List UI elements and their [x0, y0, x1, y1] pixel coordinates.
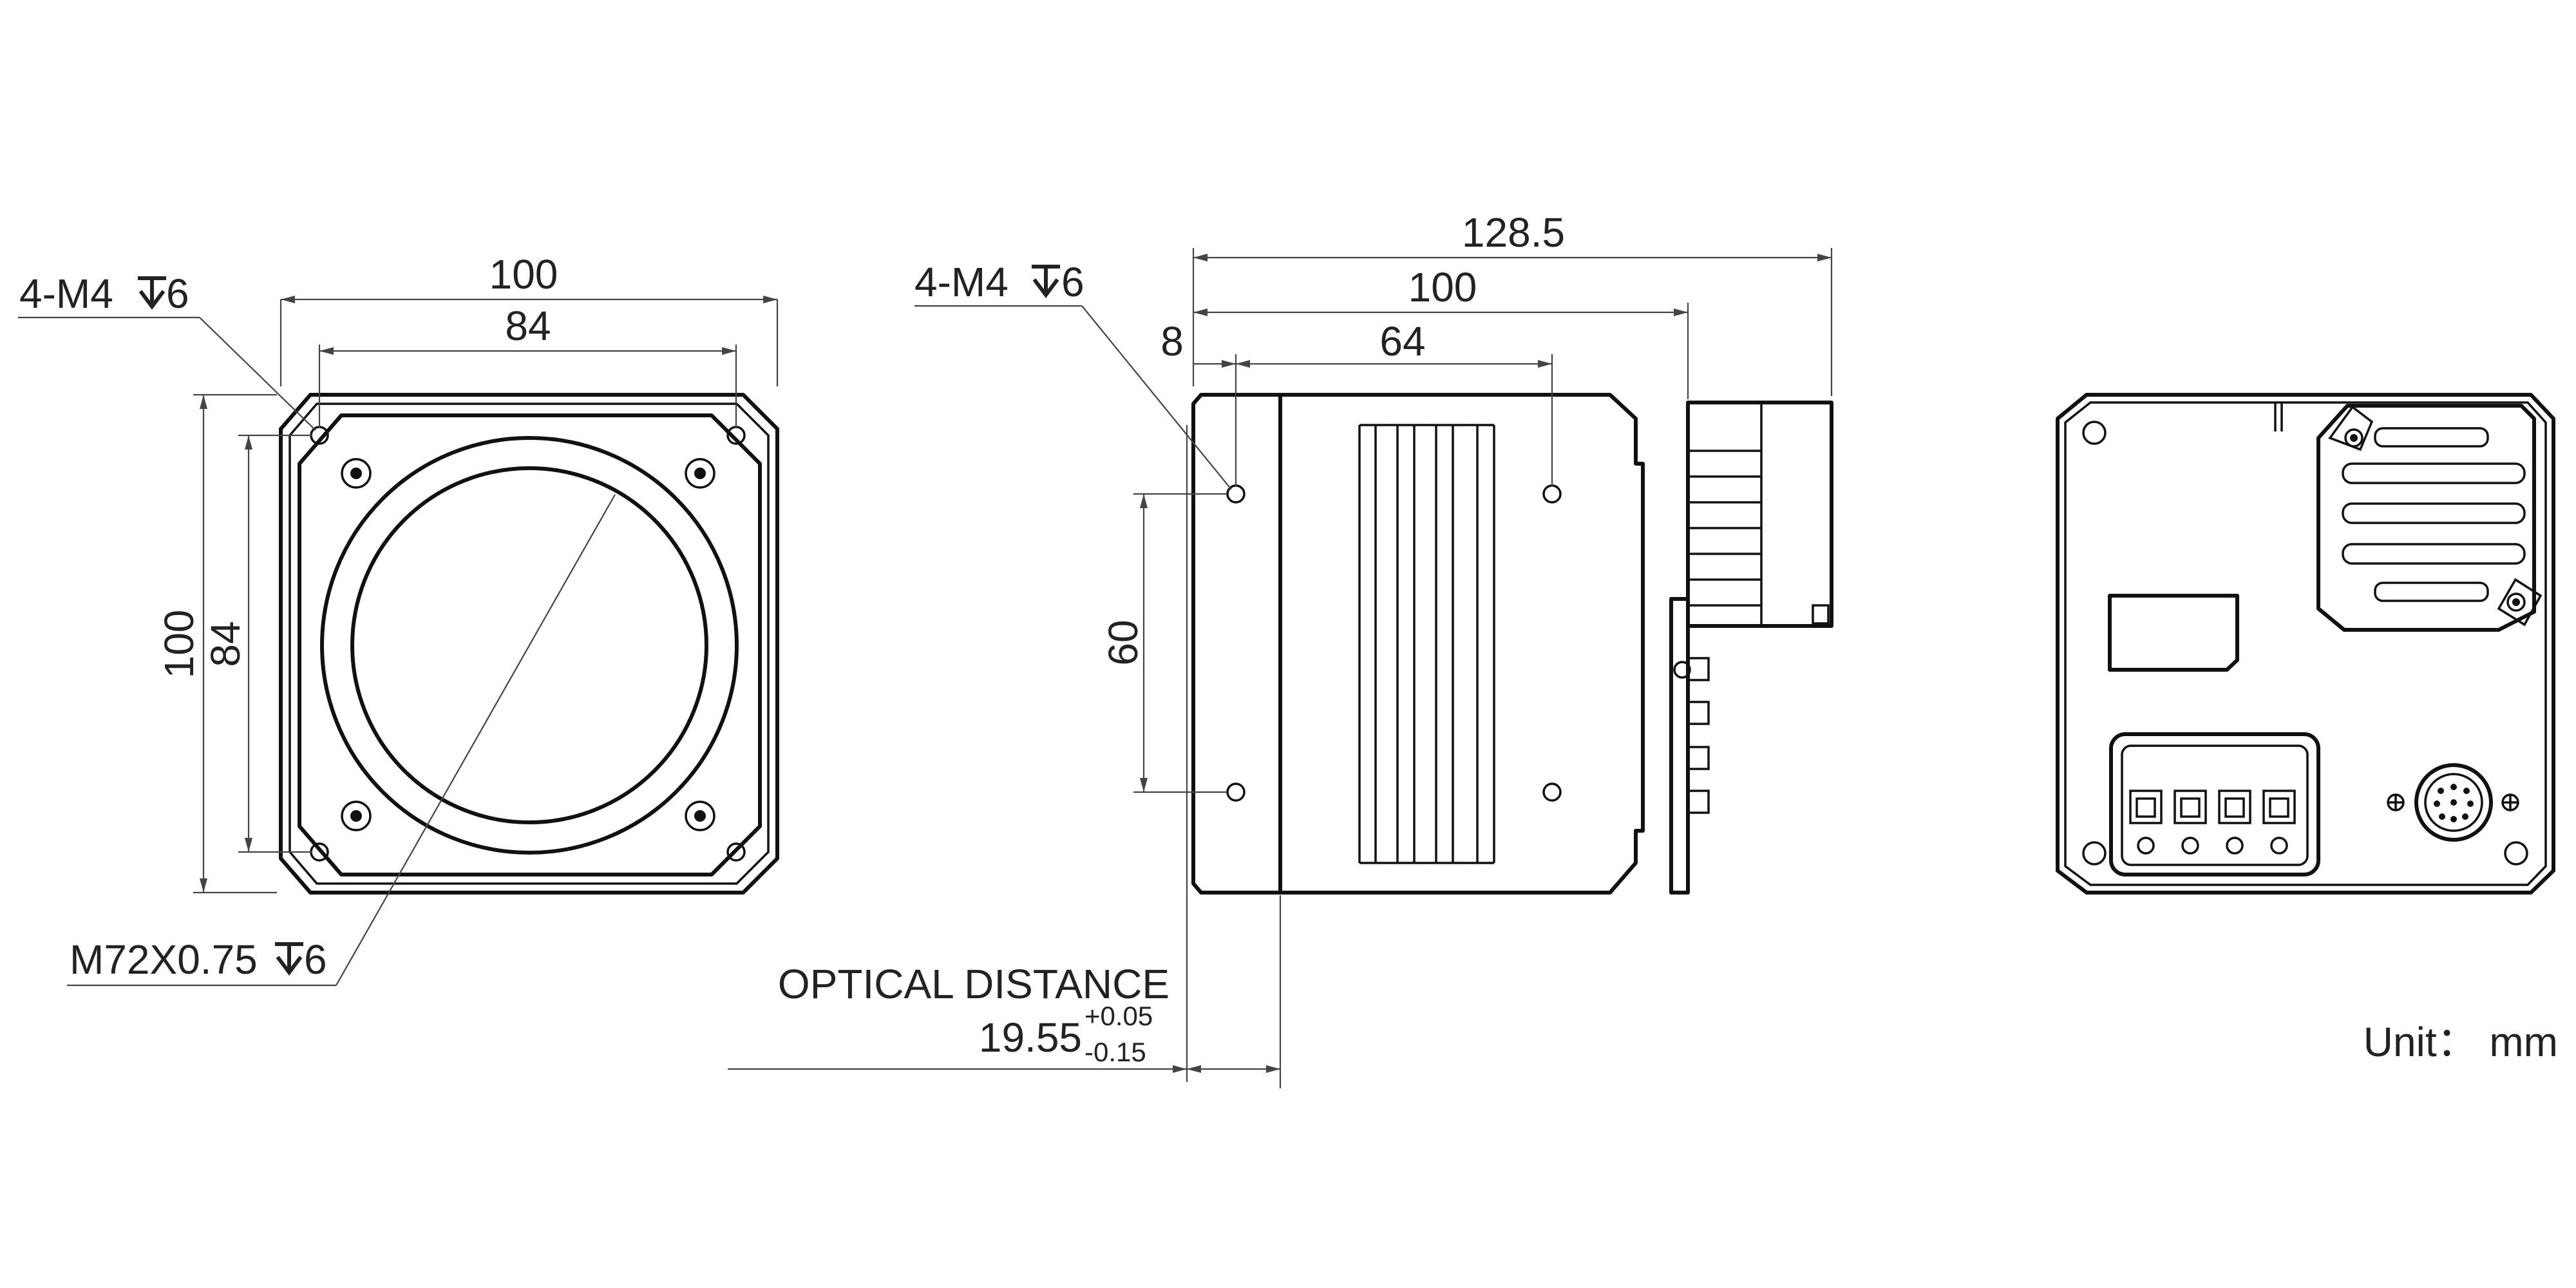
- side-hole-spacing-h-dimension: 8 64: [1160, 318, 1553, 486]
- screw-icon: [2328, 405, 2543, 627]
- connector-icon: [2414, 763, 2493, 842]
- front-mount-hole-depth: 6: [166, 270, 189, 317]
- side-total-length-dimension: 128.5: [1192, 209, 1833, 396]
- side-front-plate: [1191, 393, 1282, 895]
- svg-text:4-M4: 4-M4: [914, 259, 1009, 305]
- front-height-outer-label: 100: [156, 610, 202, 679]
- optical-distance-value: 19.55: [979, 1014, 1082, 1061]
- lens-mount-outer-ring: [320, 436, 739, 855]
- front-height-inner-label: 84: [202, 621, 249, 667]
- screw-icon: [2387, 793, 2519, 811]
- side-fins: [1358, 424, 1495, 864]
- front-height-outer-dimension: 100: [156, 393, 277, 894]
- side-mount-holes: [1226, 484, 1562, 802]
- lens-thread-callout: M72X0.75 6: [67, 494, 616, 987]
- connector-icon: [2129, 790, 2296, 855]
- side-mount-hole-text: 4-M4: [914, 259, 1009, 305]
- front-height-inner-dimension: 84: [202, 434, 312, 853]
- svg-text:M72X0.75: M72X0.75: [70, 936, 258, 983]
- front-width-inner-dimension: 84: [318, 303, 737, 428]
- front-mount-holes: [310, 426, 746, 862]
- rear-corner-holes: [2082, 421, 2528, 866]
- side-hole-spacing-v-dimension: 60: [1100, 493, 1227, 793]
- rear-vent-slots: [2342, 427, 2526, 602]
- side-offset-label: 8: [1160, 318, 1184, 365]
- screw-icon: [341, 458, 715, 831]
- unit-label: Unit： mm: [2363, 1019, 2558, 1065]
- front-body-inner-outline: [289, 402, 770, 885]
- lens-mount-inner-ring: [350, 466, 708, 824]
- side-body-length-label: 100: [1408, 264, 1477, 310]
- depth-symbol-icon: [275, 942, 303, 976]
- side-total-length-label: 128.5: [1462, 209, 1565, 256]
- side-body-length-dimension: 100: [1193, 264, 1689, 399]
- rear-vent-plate: [2316, 404, 2536, 632]
- side-mount-hole-callout: 4-M4 6: [914, 259, 1232, 490]
- svg-text:4-M4: 4-M4: [19, 270, 113, 317]
- front-width-outer-dimension: 100: [279, 251, 779, 386]
- optical-distance-dimension: OPTICAL DISTANCE 19.55 +0.05 -0.15: [728, 425, 1282, 1088]
- side-view: 128.5 100 8 64 60: [728, 209, 1833, 1088]
- front-mount-hole-callout: 4-M4 6: [18, 270, 316, 431]
- side-heatsink-fins: [1688, 450, 1761, 607]
- front-width-outer-label: 100: [489, 251, 558, 298]
- side-mount-hole-depth: 6: [1061, 259, 1084, 305]
- connector-icon: [1673, 657, 1710, 814]
- depth-symbol-icon: [1032, 265, 1060, 298]
- rear-view: [2056, 393, 2555, 895]
- side-rear-heatsink: [1686, 401, 1833, 628]
- front-view: 100 84 100 84: [18, 251, 779, 987]
- rear-label-plate: [2108, 594, 2239, 672]
- optical-distance-tolerance-minus: -0.15: [1084, 1037, 1146, 1067]
- lens-thread-text: M72X0.75: [70, 936, 258, 983]
- optical-distance-tolerance-plus: +0.05: [1084, 1001, 1153, 1031]
- side-hole-spacing-v-label: 60: [1100, 620, 1146, 665]
- rear-body-inner-outline: [2064, 401, 2547, 886]
- front-body-outline: [279, 393, 779, 895]
- front-mount-hole-text: 4-M4: [19, 270, 113, 317]
- side-hole-spacing-h-label: 64: [1379, 318, 1425, 365]
- side-main-body: [1278, 393, 1645, 895]
- depth-symbol-icon: [138, 276, 166, 310]
- lens-thread-depth: 6: [304, 936, 327, 983]
- rear-io-panel: [2109, 732, 2320, 876]
- front-width-inner-label: 84: [505, 303, 551, 349]
- rear-body-outline: [2056, 393, 2555, 895]
- side-rear-plate: [1669, 597, 1690, 895]
- optical-distance-label: OPTICAL DISTANCE: [778, 961, 1170, 1007]
